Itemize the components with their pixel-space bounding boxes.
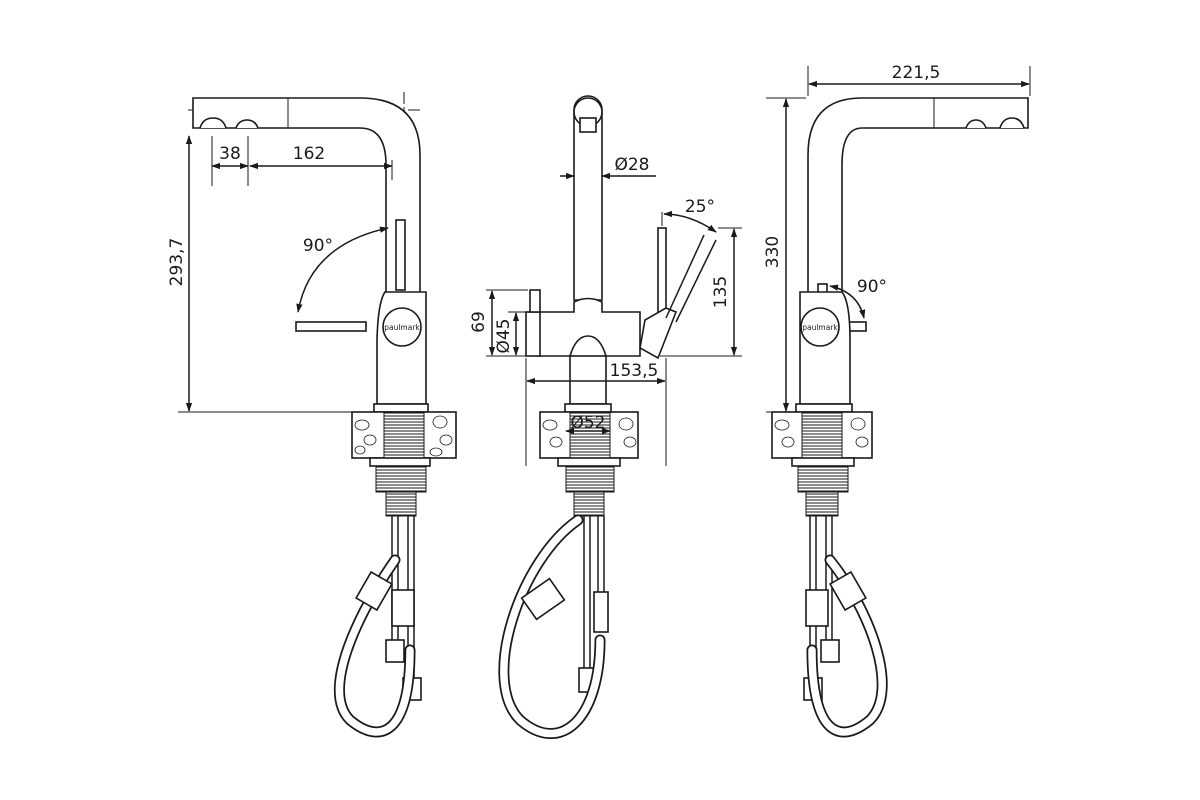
- dim-base-width: 153,5: [610, 361, 659, 381]
- front-view: Ø28 25° 135 69 Ø45 153,5 Ø52: [469, 95, 742, 739]
- dim-body-dia: Ø45: [494, 318, 514, 353]
- dim-offset-38: 38: [219, 144, 241, 164]
- dim-reach-162: 162: [293, 144, 325, 164]
- angle-90-right: 90°: [857, 277, 887, 297]
- dim-spout-dia: Ø28: [614, 155, 649, 175]
- dim-height-330: 330: [763, 236, 783, 268]
- dim-base-dia: Ø52: [570, 413, 605, 433]
- side-view-right: paulmark 221,5 330 90°: [763, 63, 1031, 738]
- side-view-left: paulmark 38: [167, 92, 457, 738]
- brand-logo-text: paulmark: [384, 323, 420, 332]
- dim-body-height: 69: [469, 311, 489, 333]
- brand-logo-text-right: paulmark: [802, 323, 838, 332]
- dim-reach-221-5: 221,5: [892, 63, 941, 83]
- dim-lever-height: 135: [711, 276, 731, 308]
- dim-lever-angle: 25°: [685, 197, 715, 217]
- angle-90-left: 90°: [303, 236, 333, 256]
- dim-height-293-7: 293,7: [167, 238, 187, 287]
